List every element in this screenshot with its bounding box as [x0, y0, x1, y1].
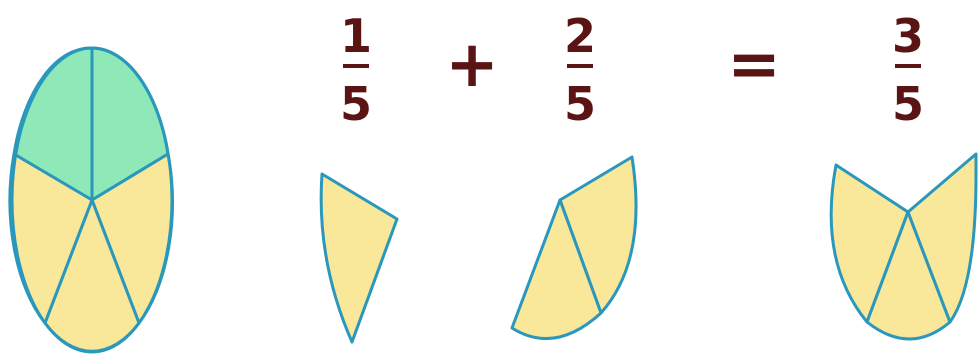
fraction-3-bar — [895, 64, 921, 68]
two-fifths-slices — [510, 155, 638, 341]
slice-result-bottom — [865, 210, 952, 341]
fraction-2-denominator: 5 — [564, 77, 596, 131]
fraction-three-fifths: 3 5 — [892, 9, 924, 131]
fraction-3-denominator: 5 — [892, 77, 924, 131]
fraction-2-bar — [567, 64, 593, 68]
fraction-1-bar — [343, 64, 369, 68]
fraction-1-denominator: 5 — [340, 77, 372, 131]
fraction-one-fifth: 1 5 — [340, 9, 372, 131]
equals-sign: = — [727, 28, 781, 102]
fraction-3-numerator: 3 — [892, 9, 924, 63]
one-fifth-slice — [319, 172, 399, 344]
slice-term1 — [319, 172, 399, 344]
three-fifths-slices — [829, 152, 978, 341]
fraction-two-fifths: 2 5 — [564, 9, 596, 131]
circle-outline — [10, 46, 174, 354]
fraction-1-numerator: 1 — [340, 9, 372, 63]
fraction-2-numerator: 2 — [564, 9, 596, 63]
slice-term2-upper — [558, 155, 638, 315]
slice-result-left — [829, 163, 910, 324]
plus-sign: + — [445, 28, 499, 102]
slice-term2-lower — [510, 198, 603, 341]
whole-circle — [8, 46, 174, 354]
slice-result-right — [906, 152, 978, 324]
